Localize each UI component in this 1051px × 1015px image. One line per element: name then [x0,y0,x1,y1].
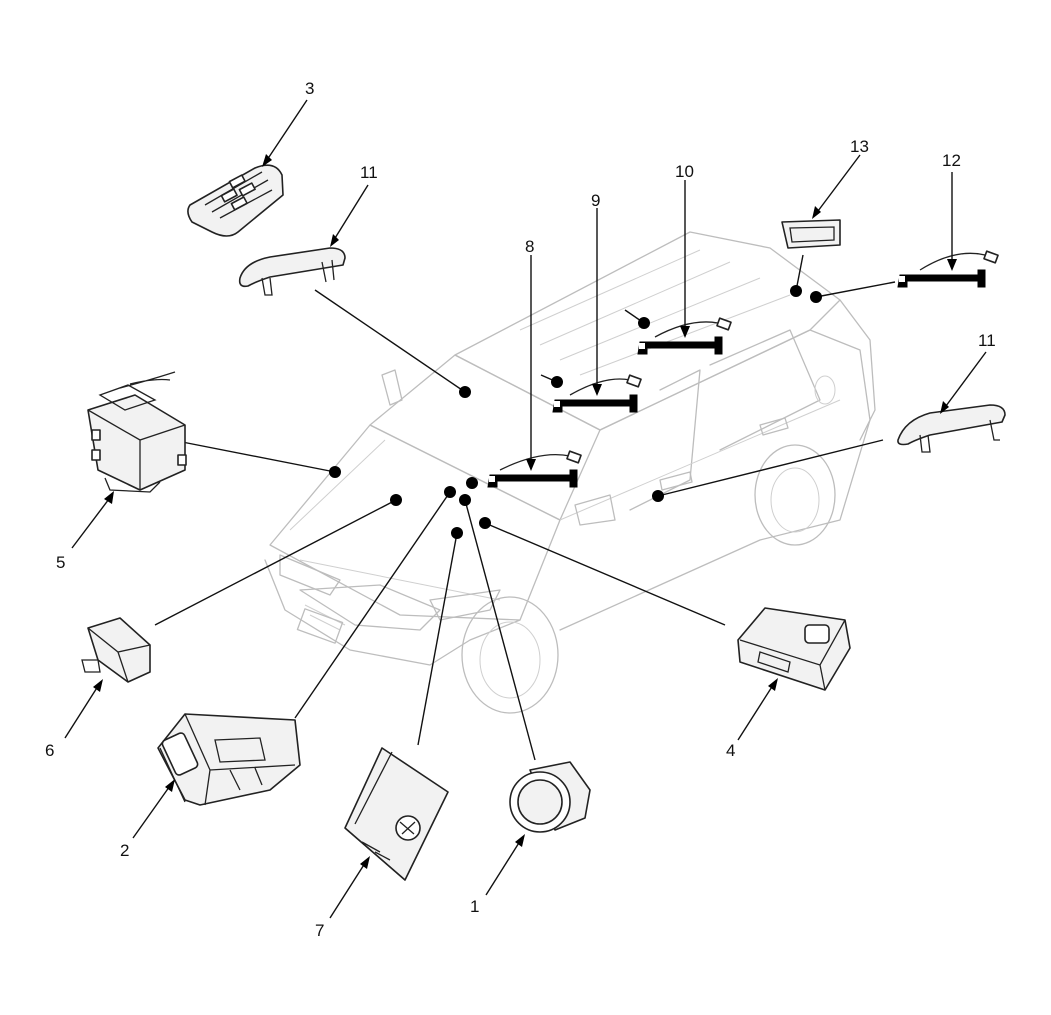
callout-3: 3 [305,79,314,98]
callout-6: 6 [45,741,54,760]
callout-1: 1 [470,897,479,916]
outside-door-handle-right [897,404,1006,453]
interior-antenna-10 [637,317,732,355]
callout-7: 7 [315,921,324,940]
callout-10: 10 [675,162,694,181]
callout-11-right: 11 [978,331,996,350]
connection-dots [329,285,822,539]
callout-4: 4 [726,741,735,760]
engine-start-stop-button [509,761,591,833]
callout-labels: 3 11 13 12 10 9 8 11 5 6 4 2 1 7 [45,79,996,940]
callout-13: 13 [850,137,869,156]
trunk-button-antenna [781,219,841,249]
callout-12: 12 [942,151,961,170]
low-frequency-antenna-unit [81,617,151,683]
outside-door-handle-left [238,247,346,296]
interior-antenna-9 [552,374,642,413]
start-stop-button-module [157,713,301,806]
callout-2: 2 [120,841,129,860]
leader-lines [154,254,896,761]
interior-antenna-12 [897,250,999,288]
callout-5: 5 [56,553,65,572]
smart-key-module [87,371,187,493]
identity-module [344,747,449,881]
callout-11-left: 11 [360,163,378,182]
interior-antenna-8 [487,450,582,488]
vehicle-outline [264,231,876,714]
callout-9: 9 [591,191,600,210]
callout-8: 8 [525,237,534,256]
smart-key-fob [187,164,284,237]
power-distribution-module [737,607,851,691]
